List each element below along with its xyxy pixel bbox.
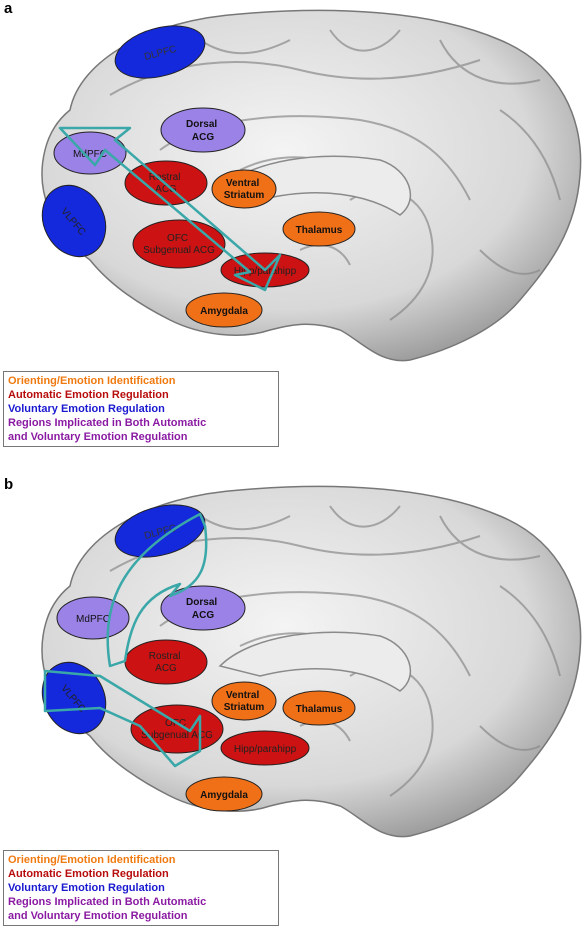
region-rostral-acg [124,639,208,685]
legend-b: Orienting/Emotion Identification Automat… [3,850,279,926]
region-ventral-striatum-label: Ventral Striatum [224,178,265,201]
region-hipp-label: Hipp/parahipp [234,744,297,755]
region-dorsal-acg [160,107,246,153]
region-vlpfc [41,184,107,258]
region-dlpfc [114,25,206,79]
panel-letter: a [4,0,13,17]
corpus-callosum [218,155,411,216]
region-thalamus-label: Thalamus [296,704,343,715]
panel-b: b DLPFC Dorsal ACG [0,476,586,935]
corpus-callosum [218,631,411,692]
region-amygdala [185,292,263,328]
panel-letter: b [4,476,14,493]
legend-automatic: Automatic Emotion Regulation [8,868,169,880]
pathway-arrow [58,126,282,292]
region-rostral-acg-label: Rostral ACG [149,651,183,674]
pathway-arrow-upper [106,512,208,668]
region-ofc [130,704,224,754]
region-hipp [220,730,310,766]
region-amygdala-label: Amygdala [200,790,248,801]
legend-both-line2: and Voluntary Emotion Regulation [8,431,188,443]
legend-both-line1: Regions Implicated in Both Automatic [8,896,207,908]
region-ventral-striatum [211,681,277,721]
legend-voluntary: Voluntary Emotion Regulation [8,882,165,894]
region-dorsal-acg-label: Dorsal ACG [186,119,220,143]
region-rostral-acg-label: Rostral ACG [149,172,183,195]
brain-diagram-b: DLPFC Dorsal ACG MdPFC VLPFC Rostral ACG… [41,485,582,838]
legend-both-line2: and Voluntary Emotion Regulation [8,910,188,922]
region-mdpfc-label: MdPFC [76,614,110,625]
legend-a: Orienting/Emotion Identification Automat… [3,371,279,447]
region-amygdala [185,776,263,812]
region-dorsal-acg [160,585,246,631]
region-dorsal-acg-label: Dorsal ACG [186,597,220,621]
legend-orienting: Orienting/Emotion Identification [8,375,176,387]
region-ofc [132,219,226,269]
pathway-arrow-lower [43,669,202,768]
region-hipp-label: Hipp/parahipp [234,266,297,277]
region-thalamus [282,690,356,726]
panel-a: a DLPFC Dorsal [3,0,582,447]
region-thalamus [282,211,356,247]
region-amygdala-label: Amygdala [200,306,248,317]
region-ventral-striatum [211,169,277,209]
brain-diagram-a: DLPFC Dorsal ACG MdPFC VLPFC Rostral ACG… [41,9,582,362]
region-ventral-striatum-label: Ventral Striatum [224,690,265,713]
region-ofc-label: OFC Subgenual ACG [143,233,215,256]
legend-voluntary: Voluntary Emotion Regulation [8,403,165,415]
legend-both-line1: Regions Implicated in Both Automatic [8,417,207,429]
region-mdpfc-label: MdPFC [73,149,107,160]
region-dlpfc [114,504,206,558]
legend-orienting: Orienting/Emotion Identification [8,854,176,866]
region-thalamus-label: Thalamus [296,225,343,236]
legend-automatic: Automatic Emotion Regulation [8,389,169,401]
